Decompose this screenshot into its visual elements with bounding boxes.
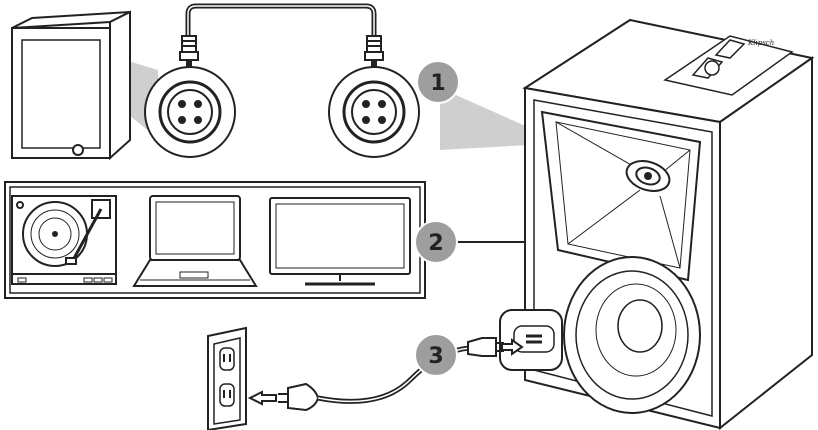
turntable-icon xyxy=(11,195,117,285)
callout-shade-right xyxy=(440,88,530,150)
step-1-number: 1 xyxy=(430,71,445,96)
step-2-badge: 2 xyxy=(414,220,458,264)
tv-icon xyxy=(269,197,411,286)
laptop-icon xyxy=(132,195,258,287)
power-inlet-icon xyxy=(499,309,563,371)
speaker-cable xyxy=(185,3,377,38)
powered-speaker-icon: Klipsch xyxy=(522,18,815,430)
connector-plug-icon xyxy=(179,35,199,61)
connector-plug-icon xyxy=(364,35,384,61)
iec-plug-icon xyxy=(467,337,504,357)
four-pin-connector-icon xyxy=(328,66,420,158)
step-3-badge: 3 xyxy=(414,333,458,377)
step-1-badge: 1 xyxy=(416,60,460,104)
step-3-number: 3 xyxy=(428,344,443,369)
step-2-number: 2 xyxy=(428,231,443,256)
step-2-group: 2 xyxy=(4,181,545,299)
power-plug-icon xyxy=(278,382,320,412)
step-3-group: 3 xyxy=(207,326,524,430)
wall-outlet-icon xyxy=(207,326,247,430)
passive-speaker-icon xyxy=(11,10,131,161)
left-arrow-icon xyxy=(247,390,277,406)
four-pin-connector-icon xyxy=(144,66,236,158)
right-arrow-icon xyxy=(501,338,524,356)
speaker-logo: Klipsch xyxy=(747,39,774,47)
step-1-group: 1 xyxy=(11,3,530,161)
